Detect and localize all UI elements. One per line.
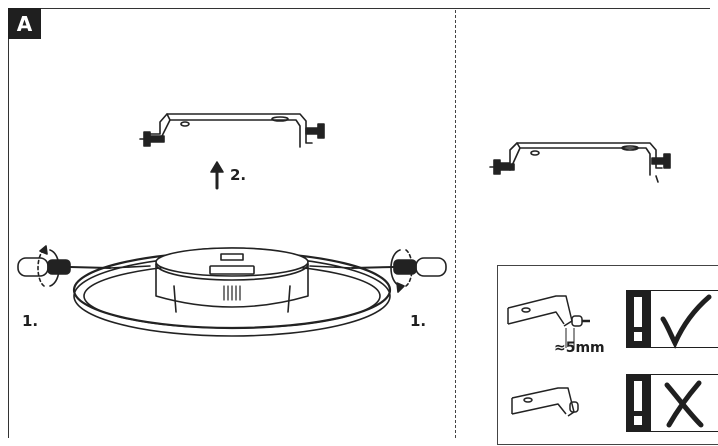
exclamation-icon bbox=[626, 290, 650, 348]
cross-mark-icon bbox=[650, 374, 718, 432]
step-1-label-left: 1. bbox=[22, 312, 39, 330]
exclamation-icon bbox=[626, 374, 650, 432]
step-1-label-right: 1. bbox=[410, 312, 427, 330]
screwdriver-icon bbox=[17, 257, 151, 277]
screw-icon bbox=[305, 123, 325, 139]
screw-icon bbox=[139, 131, 165, 147]
ceiling-lamp bbox=[72, 247, 392, 337]
figure-frame bbox=[8, 8, 710, 438]
rotate-arrow-icon bbox=[390, 249, 413, 293]
dashed-divider bbox=[455, 10, 456, 438]
mounting-bracket bbox=[489, 142, 671, 183]
screwdriver-icon bbox=[309, 257, 447, 277]
mounting-bracket-removed bbox=[139, 113, 325, 148]
step-2-label: 2. bbox=[230, 166, 247, 184]
bracket-without-gap bbox=[511, 387, 579, 417]
gap-measurement-label: ≈5mm bbox=[554, 340, 605, 356]
screw-icon bbox=[489, 159, 515, 175]
arrow-up-icon bbox=[210, 161, 224, 190]
screw-gap-detail-panel: ≈5mm bbox=[497, 265, 718, 445]
panel-label: A bbox=[8, 8, 41, 39]
check-mark-icon bbox=[650, 290, 718, 349]
screw-icon bbox=[651, 153, 671, 183]
bracket-with-gap bbox=[507, 295, 590, 348]
detail-illustration bbox=[507, 295, 590, 417]
rotate-arrow-icon bbox=[37, 245, 60, 287]
